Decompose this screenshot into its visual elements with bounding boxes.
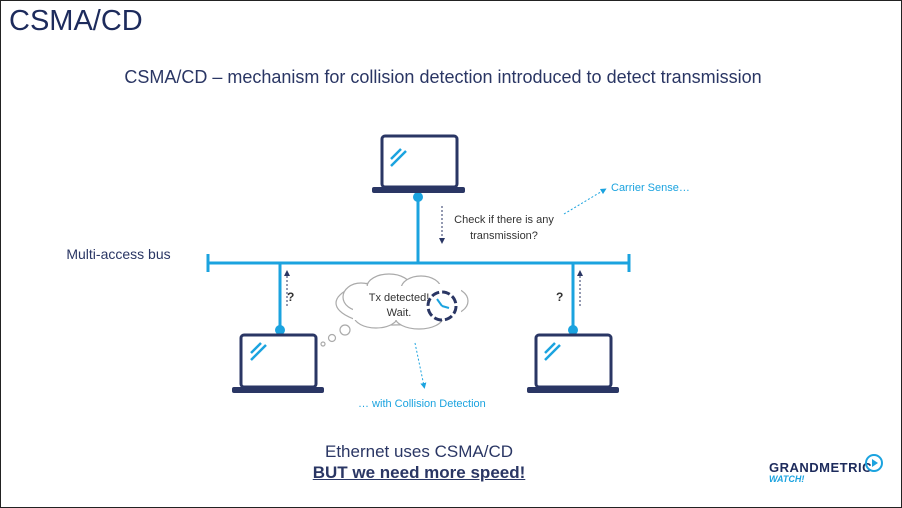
question-mark-left: ? xyxy=(287,290,295,304)
cloud-label: Tx detected! Wait. xyxy=(368,292,430,319)
left-laptop-link xyxy=(275,263,285,335)
slide-subtitle: CSMA/CD – mechanism for collision detect… xyxy=(124,67,762,87)
slide-title: CSMA/CD xyxy=(9,5,143,37)
grandmetric-logo: GRANDMETRIC WATCH! xyxy=(769,453,887,493)
top-laptop-link xyxy=(413,192,423,263)
clock-icon xyxy=(426,290,458,322)
laptop-icon-left xyxy=(232,333,324,393)
carrier-sense-label: Carrier Sense… xyxy=(611,182,690,194)
footer-line-2: BUT we need more speed! xyxy=(312,463,526,482)
laptop-icon-right xyxy=(527,333,619,393)
logo-brand: GRANDMETRIC xyxy=(769,460,872,475)
logo-sub: WATCH! xyxy=(769,474,805,484)
footer-line-1: Ethernet uses CSMA/CD xyxy=(324,442,513,461)
right-laptop-link xyxy=(568,263,578,335)
laptop-icon-top xyxy=(372,134,465,193)
question-mark-right: ? xyxy=(556,290,564,304)
check-label: Check if there is any transmission? xyxy=(454,214,554,242)
collision-detection-pointer xyxy=(414,342,427,389)
play-icon xyxy=(865,454,883,472)
bus-label: Multi-access bus xyxy=(66,246,171,262)
carrier-sense-pointer xyxy=(563,188,607,215)
collision-detection-label: … with Collision Detection xyxy=(358,398,486,410)
